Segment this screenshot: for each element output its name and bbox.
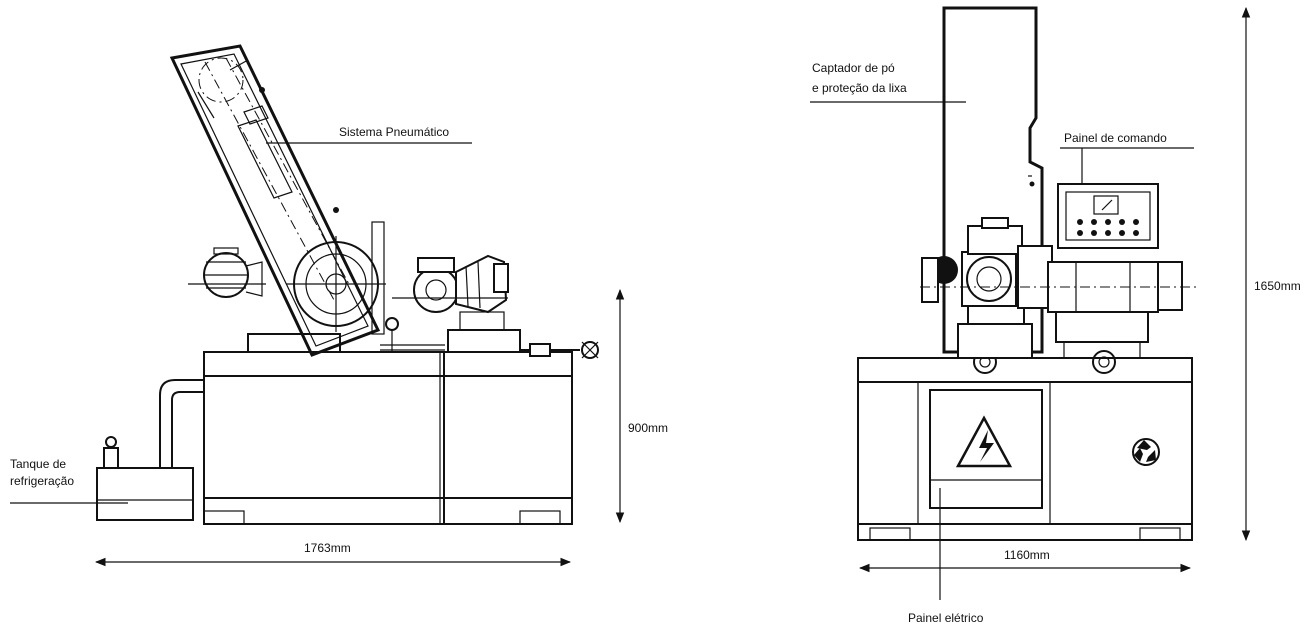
label-coolant-tank-2: refrigeração bbox=[10, 474, 74, 488]
high-voltage-warning-icon bbox=[955, 415, 1013, 468]
control-panel-box bbox=[1057, 183, 1159, 249]
front-width-dimension: 1160mm bbox=[1004, 548, 1050, 562]
side-height-dimension: 900mm bbox=[628, 421, 668, 435]
side-dimensions bbox=[94, 288, 625, 567]
coolant-tank bbox=[96, 467, 194, 521]
tilted-sanding-arm bbox=[169, 44, 381, 357]
side-width-dimension: 1763mm bbox=[304, 541, 351, 555]
side-base-cabinet bbox=[203, 351, 573, 525]
front-base-cabinet bbox=[857, 357, 1193, 541]
front-dimensions bbox=[858, 6, 1251, 573]
label-pneumatic-system: Sistema Pneumático bbox=[339, 125, 449, 139]
side-view-machine bbox=[96, 44, 599, 525]
front-height-dimension: 1650mm bbox=[1254, 279, 1301, 293]
front-leaders bbox=[810, 101, 1194, 600]
label-electric-panel: Painel elétrico bbox=[908, 611, 984, 625]
recycle-symbol-icon bbox=[1132, 438, 1160, 466]
side-leaders bbox=[10, 142, 472, 504]
electric-panel-door bbox=[929, 389, 1043, 509]
label-coolant-tank-1: Tanque de bbox=[10, 457, 66, 471]
side-motor-right bbox=[413, 267, 459, 313]
label-control-panel: Painel de comando bbox=[1064, 131, 1167, 145]
front-view-machine bbox=[857, 6, 1196, 541]
label-dust-collector-1: Captador de pó bbox=[812, 61, 895, 75]
label-dust-collector-2: e proteção da lixa bbox=[812, 81, 907, 95]
